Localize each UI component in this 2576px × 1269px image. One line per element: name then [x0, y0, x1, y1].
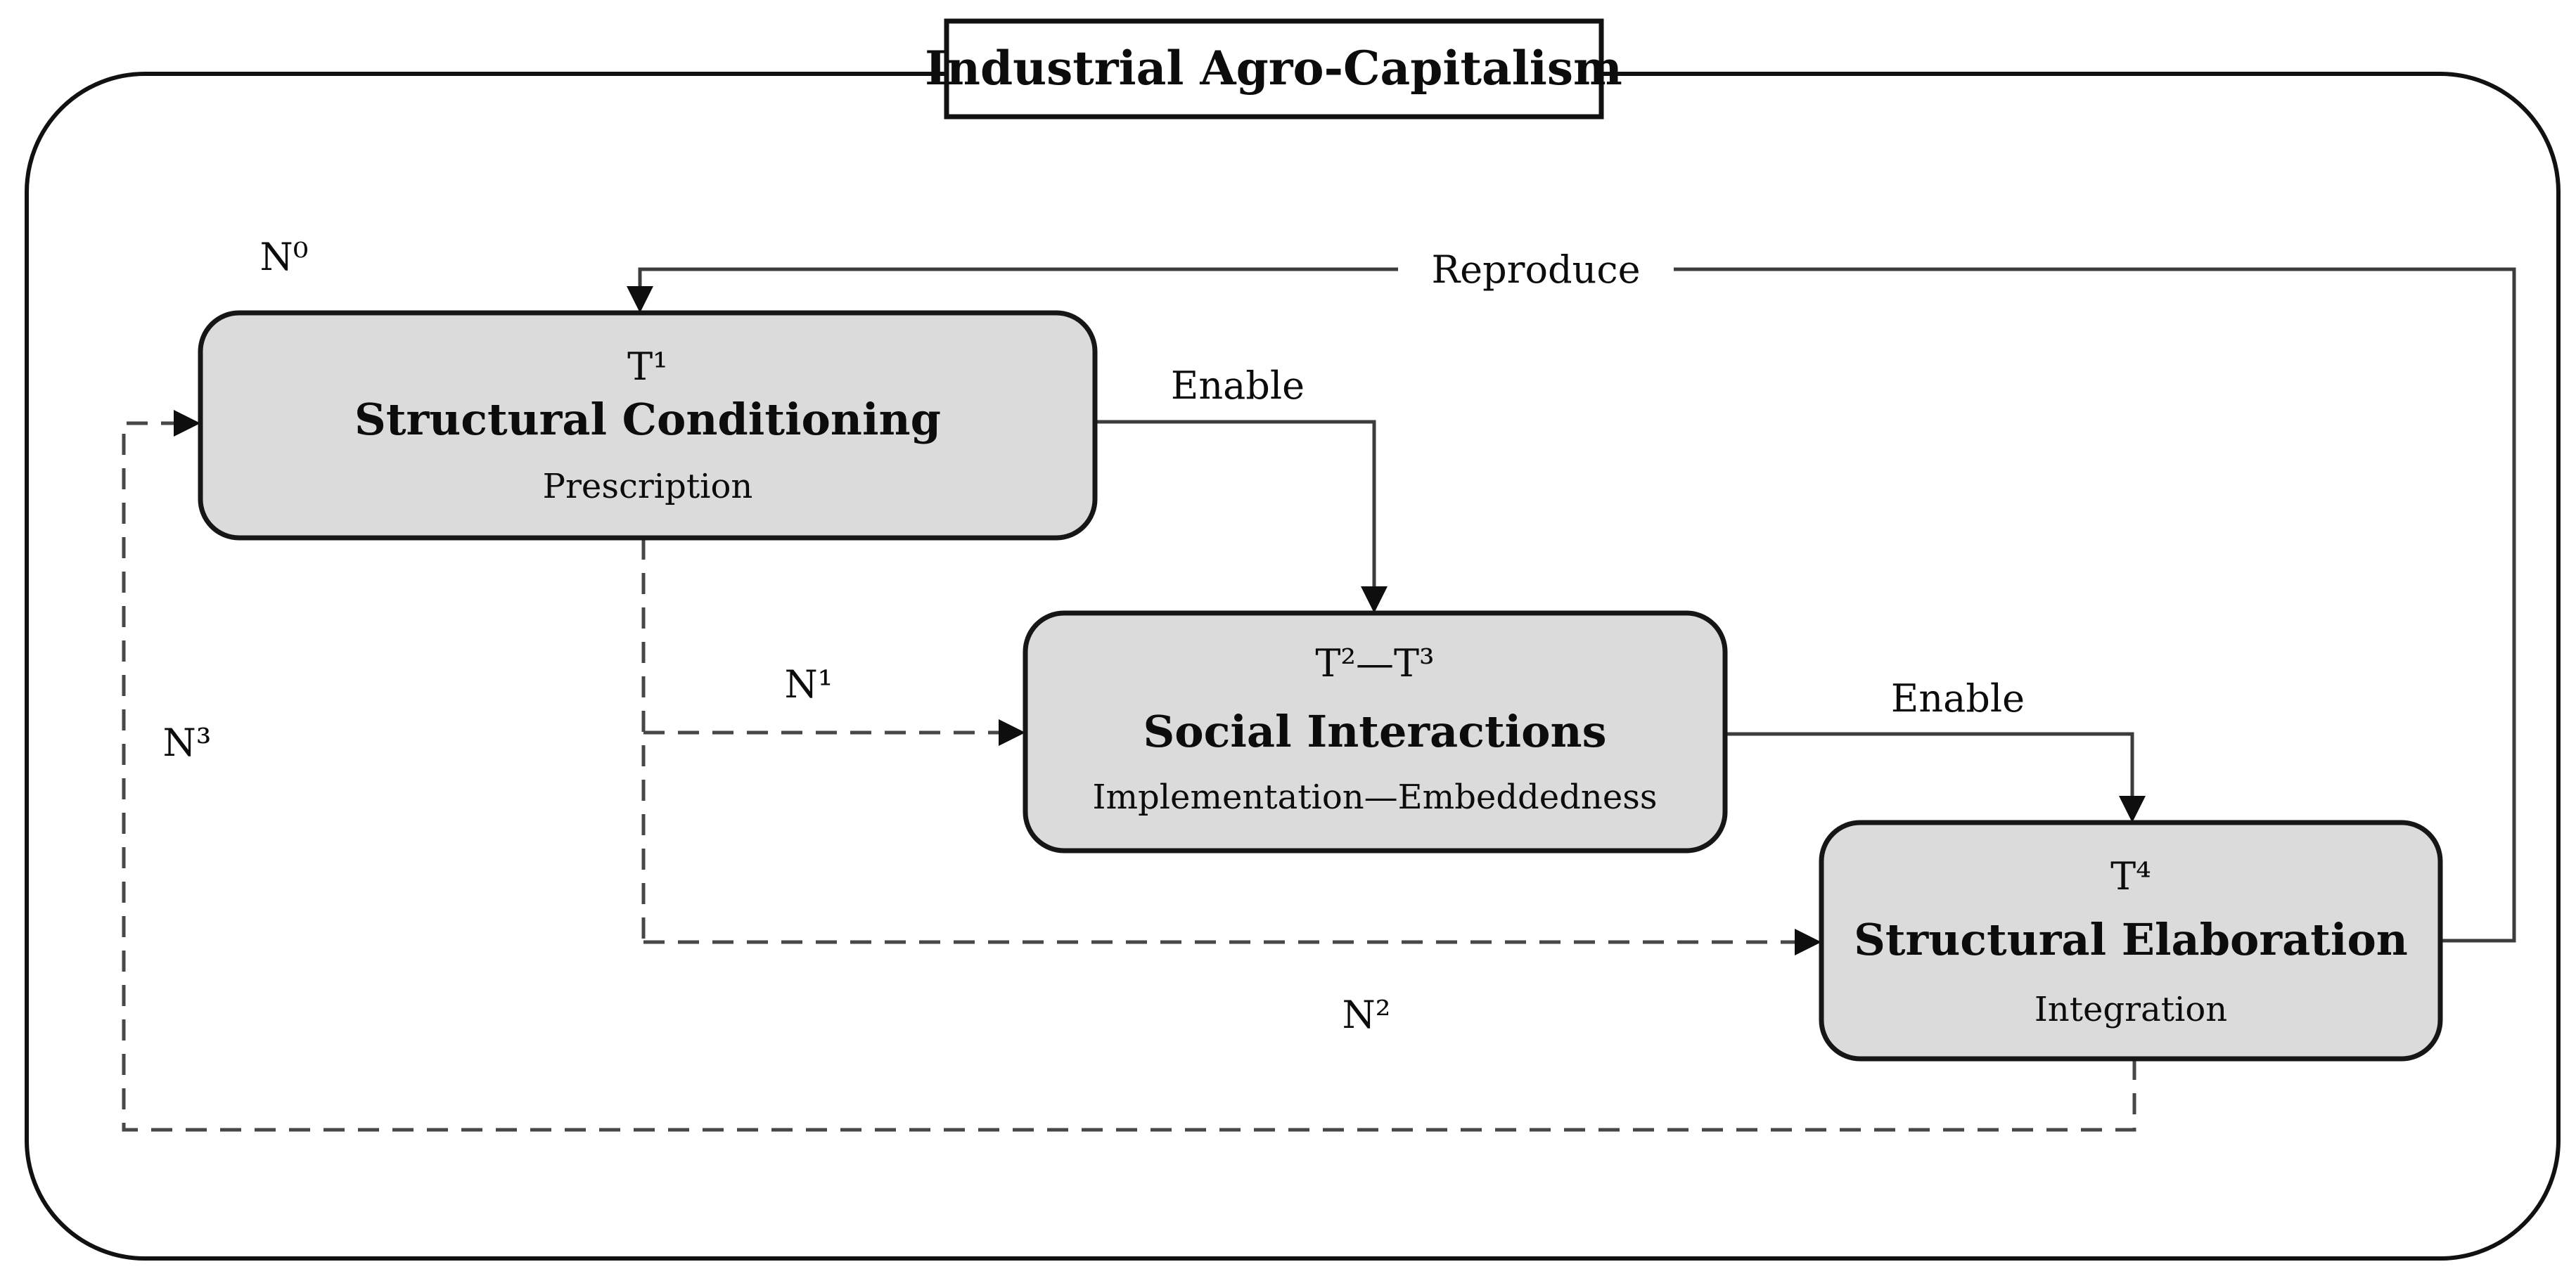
enable2-arrowhead	[2119, 796, 2146, 823]
n1-label: N¹	[785, 662, 833, 707]
diagram-title: Industrial Agro-Capitalism	[925, 41, 1622, 96]
reproduce-connector-right	[1670, 267, 2516, 943]
enable2-label: Enable	[1891, 676, 2025, 721]
reproduce-label: Reproduce	[1431, 247, 1640, 292]
enable1-arrowhead	[1361, 586, 1388, 613]
n2-arrowhead	[1795, 929, 1821, 955]
n2-label: N²	[1343, 993, 1391, 1037]
box-social-interactions-code: T²—T³	[1315, 641, 1434, 685]
box-structural-elaboration-subtitle: Integration	[2034, 990, 2227, 1029]
box-social-interactions: T²—T³ Social Interactions Implementation…	[1023, 610, 1728, 853]
box-structural-elaboration-title: Structural Elaboration	[1854, 914, 2408, 965]
box-structural-conditioning-code: T¹	[627, 344, 668, 389]
n3-label: N³	[163, 721, 212, 765]
box-structural-elaboration-code: T⁴	[2110, 854, 2151, 898]
diagram-title-box	[944, 18, 1604, 120]
box-structural-conditioning: T¹ Structural Conditioning Prescription	[198, 310, 1098, 541]
box-social-interactions-subtitle: Implementation—Embeddedness	[1092, 778, 1657, 817]
n0-label: N⁰	[260, 235, 309, 279]
box-structural-conditioning-title: Structural Conditioning	[354, 394, 941, 445]
box-social-interactions-shape	[1023, 610, 1728, 853]
reproduce-arrowhead	[627, 286, 653, 313]
box-social-interactions-title: Social Interactions	[1143, 706, 1606, 757]
enable1-connector	[1095, 420, 1376, 586]
box-structural-elaboration-shape	[1819, 820, 2443, 1062]
n1-arrowhead	[999, 719, 1025, 746]
enable1-label: Enable	[1171, 363, 1305, 408]
reproduce-connector-left	[638, 267, 1402, 286]
enable2-connector	[1725, 732, 2134, 796]
reproduce-label-background	[1398, 243, 1674, 295]
box-structural-conditioning-shape	[198, 310, 1098, 541]
box-structural-conditioning-subtitle: Prescription	[543, 467, 753, 506]
box-structural-elaboration: T⁴ Structural Elaboration Integration	[1819, 820, 2443, 1062]
n3-arrowhead	[174, 410, 200, 437]
n3-dashed-loop	[122, 421, 2136, 1132]
